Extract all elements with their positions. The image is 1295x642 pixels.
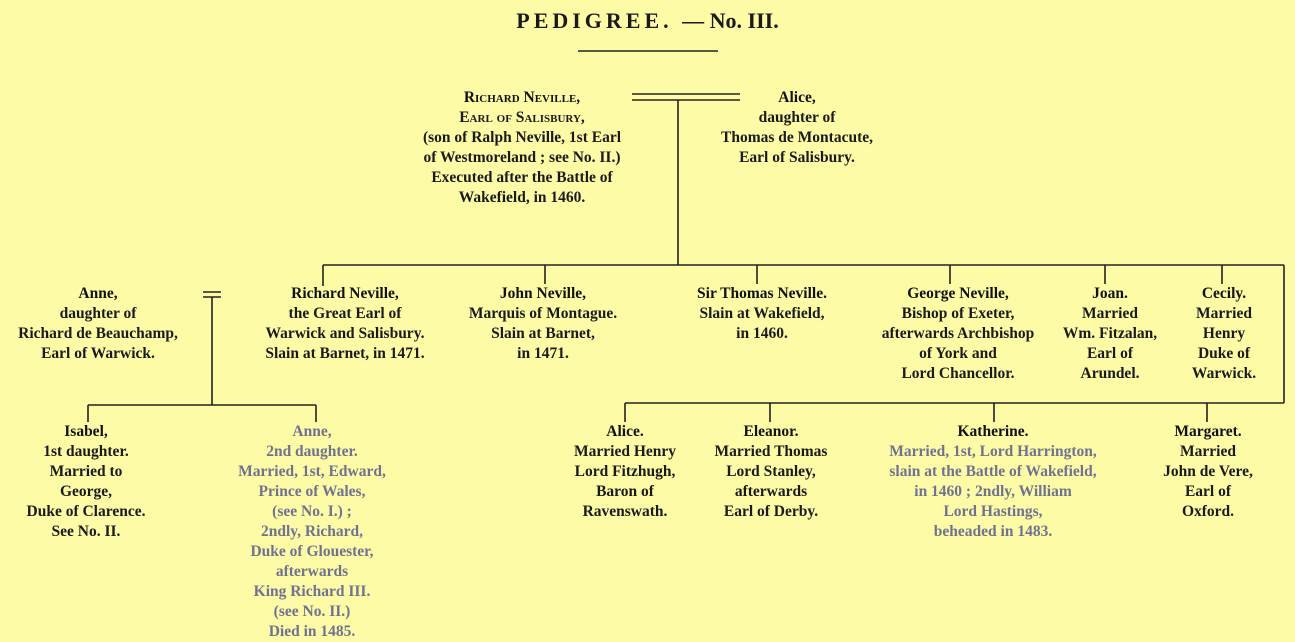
title-main: PEDIGREE. — [516, 8, 673, 33]
person-text-line: George, — [59, 483, 113, 500]
person-text-line: 2ndly, Richard, — [260, 523, 364, 540]
person-text-line: of Westmoreland ; see No. II.) — [423, 149, 621, 166]
person-text-line: in 1460. — [736, 325, 788, 342]
person-text-line: in 1471. — [517, 345, 569, 362]
person-text-line: George Neville, — [907, 285, 1009, 302]
person-text-line: Died in 1485. — [268, 623, 356, 640]
person-text-line: Ravenswath. — [582, 503, 668, 520]
person-text-line: John de Vere, — [1163, 463, 1253, 480]
person-george-neville: George Neville, Bishop of Exeter, afterwar… — [882, 284, 1035, 384]
person-text-line: Eleanor. — [743, 423, 799, 440]
person-text-line: Alice. — [606, 423, 644, 440]
person-thomas-neville: Sir Thomas Neville. Slain at Wakefield, in… — [697, 284, 827, 344]
person-richard-neville-warwick: Richard Neville, the Great Earl of Warwick… — [265, 284, 424, 364]
person-text-line: Married Thomas — [714, 443, 828, 460]
person-text-line: in 1460 ; 2ndly, William — [914, 483, 1072, 500]
person-text-line: Henry — [1202, 325, 1246, 342]
person-text-line: Duke of Glouester, — [250, 543, 374, 560]
person-isabel: Isabel, 1st daughter. Married to George, Duk… — [27, 422, 146, 542]
person-alice-montacute: Alice, daughter of Thomas de Montacute, Ear… — [721, 88, 873, 168]
person-text-line: Richard Neville, — [463, 89, 581, 106]
person-text-line: daughter of — [59, 305, 137, 322]
person-text-line: of York and — [919, 345, 997, 362]
person-text-line: afterwards — [275, 563, 349, 580]
person-text-line: beheaded in 1483. — [933, 523, 1053, 540]
person-text-line: 1st daughter. — [43, 443, 129, 460]
person-text-line: Marquis of Montague. — [468, 305, 618, 322]
person-text-line: Married — [1180, 443, 1236, 460]
person-text-line: Bishop of Exeter, — [901, 305, 1015, 322]
person-text-line: Earl of — [1086, 345, 1134, 362]
person-text-line: Richard Neville, — [291, 285, 399, 302]
person-text-line: See No. II. — [51, 523, 121, 540]
person-text-line: daughter of — [758, 109, 836, 126]
person-text-line: Warwick. — [1191, 365, 1257, 382]
person-text-line: the Great Earl of — [288, 305, 402, 322]
person-text-line: Duke of Clarence. — [26, 503, 146, 520]
person-text-line: Duke of — [1197, 345, 1251, 362]
person-richard-neville-earl-of-salisbury: Richard Neville, Earl of Salisbury, (son o… — [423, 88, 621, 208]
person-text-line: Married to — [49, 463, 123, 480]
person-text-line: Lord Stanley, — [726, 463, 816, 480]
person-text-line: 2nd daughter. — [266, 443, 358, 460]
person-text-line: Slain at Wakefield, — [699, 305, 825, 322]
person-text-line: John Neville, — [499, 285, 587, 302]
person-text-line: (see No. I.) ; — [272, 503, 352, 520]
person-text-line: Married — [1196, 305, 1252, 322]
person-text-line: Cecily. — [1201, 285, 1247, 302]
person-text-line: Prince of Wales, — [258, 483, 366, 500]
page-title: PEDIGREE. — No. III. — [0, 8, 1295, 34]
person-text-line: Earl of Salisbury. — [739, 149, 855, 166]
person-text-line: Katherine. — [957, 423, 1029, 440]
person-text-line: Lord Hastings, — [943, 503, 1043, 520]
person-text-line: Anne, — [292, 423, 332, 440]
person-text-line: (son of Ralph Neville, 1st Earl — [422, 129, 622, 146]
person-text-line: Margaret. — [1174, 423, 1242, 440]
person-text-line: (see No. II.) — [273, 603, 351, 620]
person-text-line: Richard de Beauchamp, — [18, 325, 178, 342]
person-text-line: King Richard III. — [253, 583, 371, 600]
person-text-line: Thomas de Montacute, — [721, 129, 873, 146]
person-text-line: Arundel. — [1080, 365, 1140, 382]
person-text-line: Baron of — [596, 483, 654, 500]
person-text-line: Lord Fitzhugh, — [574, 463, 676, 480]
person-text-line: Married, 1st, Edward, — [238, 463, 386, 480]
person-text-line: Sir Thomas Neville. — [697, 285, 827, 302]
person-anne-2nd-daughter: Anne, 2nd daughter. Married, 1st, Edward, P… — [238, 422, 386, 642]
person-text-line: Alice, — [778, 89, 816, 106]
person-text-line: Warwick and Salisbury. — [265, 325, 425, 342]
person-text-line: Joan. — [1092, 285, 1128, 302]
person-text-line: Earl of Derby. — [723, 503, 819, 520]
person-text-line: Married — [1082, 305, 1138, 322]
person-text-line: Lord Chancellor. — [901, 365, 1015, 382]
person-text-line: Slain at Barnet, in 1471. — [265, 345, 425, 362]
person-text-line: Isabel, — [64, 423, 108, 440]
person-john-neville: John Neville, Marquis of Montague. Slain a… — [469, 284, 617, 364]
person-text-line: afterwards — [734, 483, 808, 500]
person-text-line: Slain at Barnet, — [491, 325, 595, 342]
person-text-line: Executed after the Battle of — [431, 169, 613, 186]
person-text-line: Married, 1st, Lord Harrington, — [889, 443, 1097, 460]
person-katherine: Katherine. Married, 1st, Lord Harrington,… — [889, 422, 1097, 542]
title-number: — No. III. — [682, 8, 779, 33]
person-anne-beauchamp: Anne, daughter of Richard de Beauchamp, Ear… — [18, 284, 178, 364]
person-text-line: Married Henry — [573, 443, 677, 460]
person-text-line: Oxford. — [1181, 503, 1235, 520]
person-text-line: slain at the Battle of Wakefield, — [889, 463, 1097, 480]
person-text-line: Wakefield, in 1460. — [458, 189, 586, 206]
person-text-line: Earl of — [1184, 483, 1232, 500]
person-text-line: Earl of Warwick. — [41, 345, 155, 362]
person-text-line: Earl of Salisbury, — [459, 109, 585, 126]
person-text-line: afterwards Archbishop — [881, 325, 1035, 342]
person-text-line: Wm. Fitzalan, — [1062, 325, 1158, 342]
person-text-line: Anne, — [78, 285, 118, 302]
